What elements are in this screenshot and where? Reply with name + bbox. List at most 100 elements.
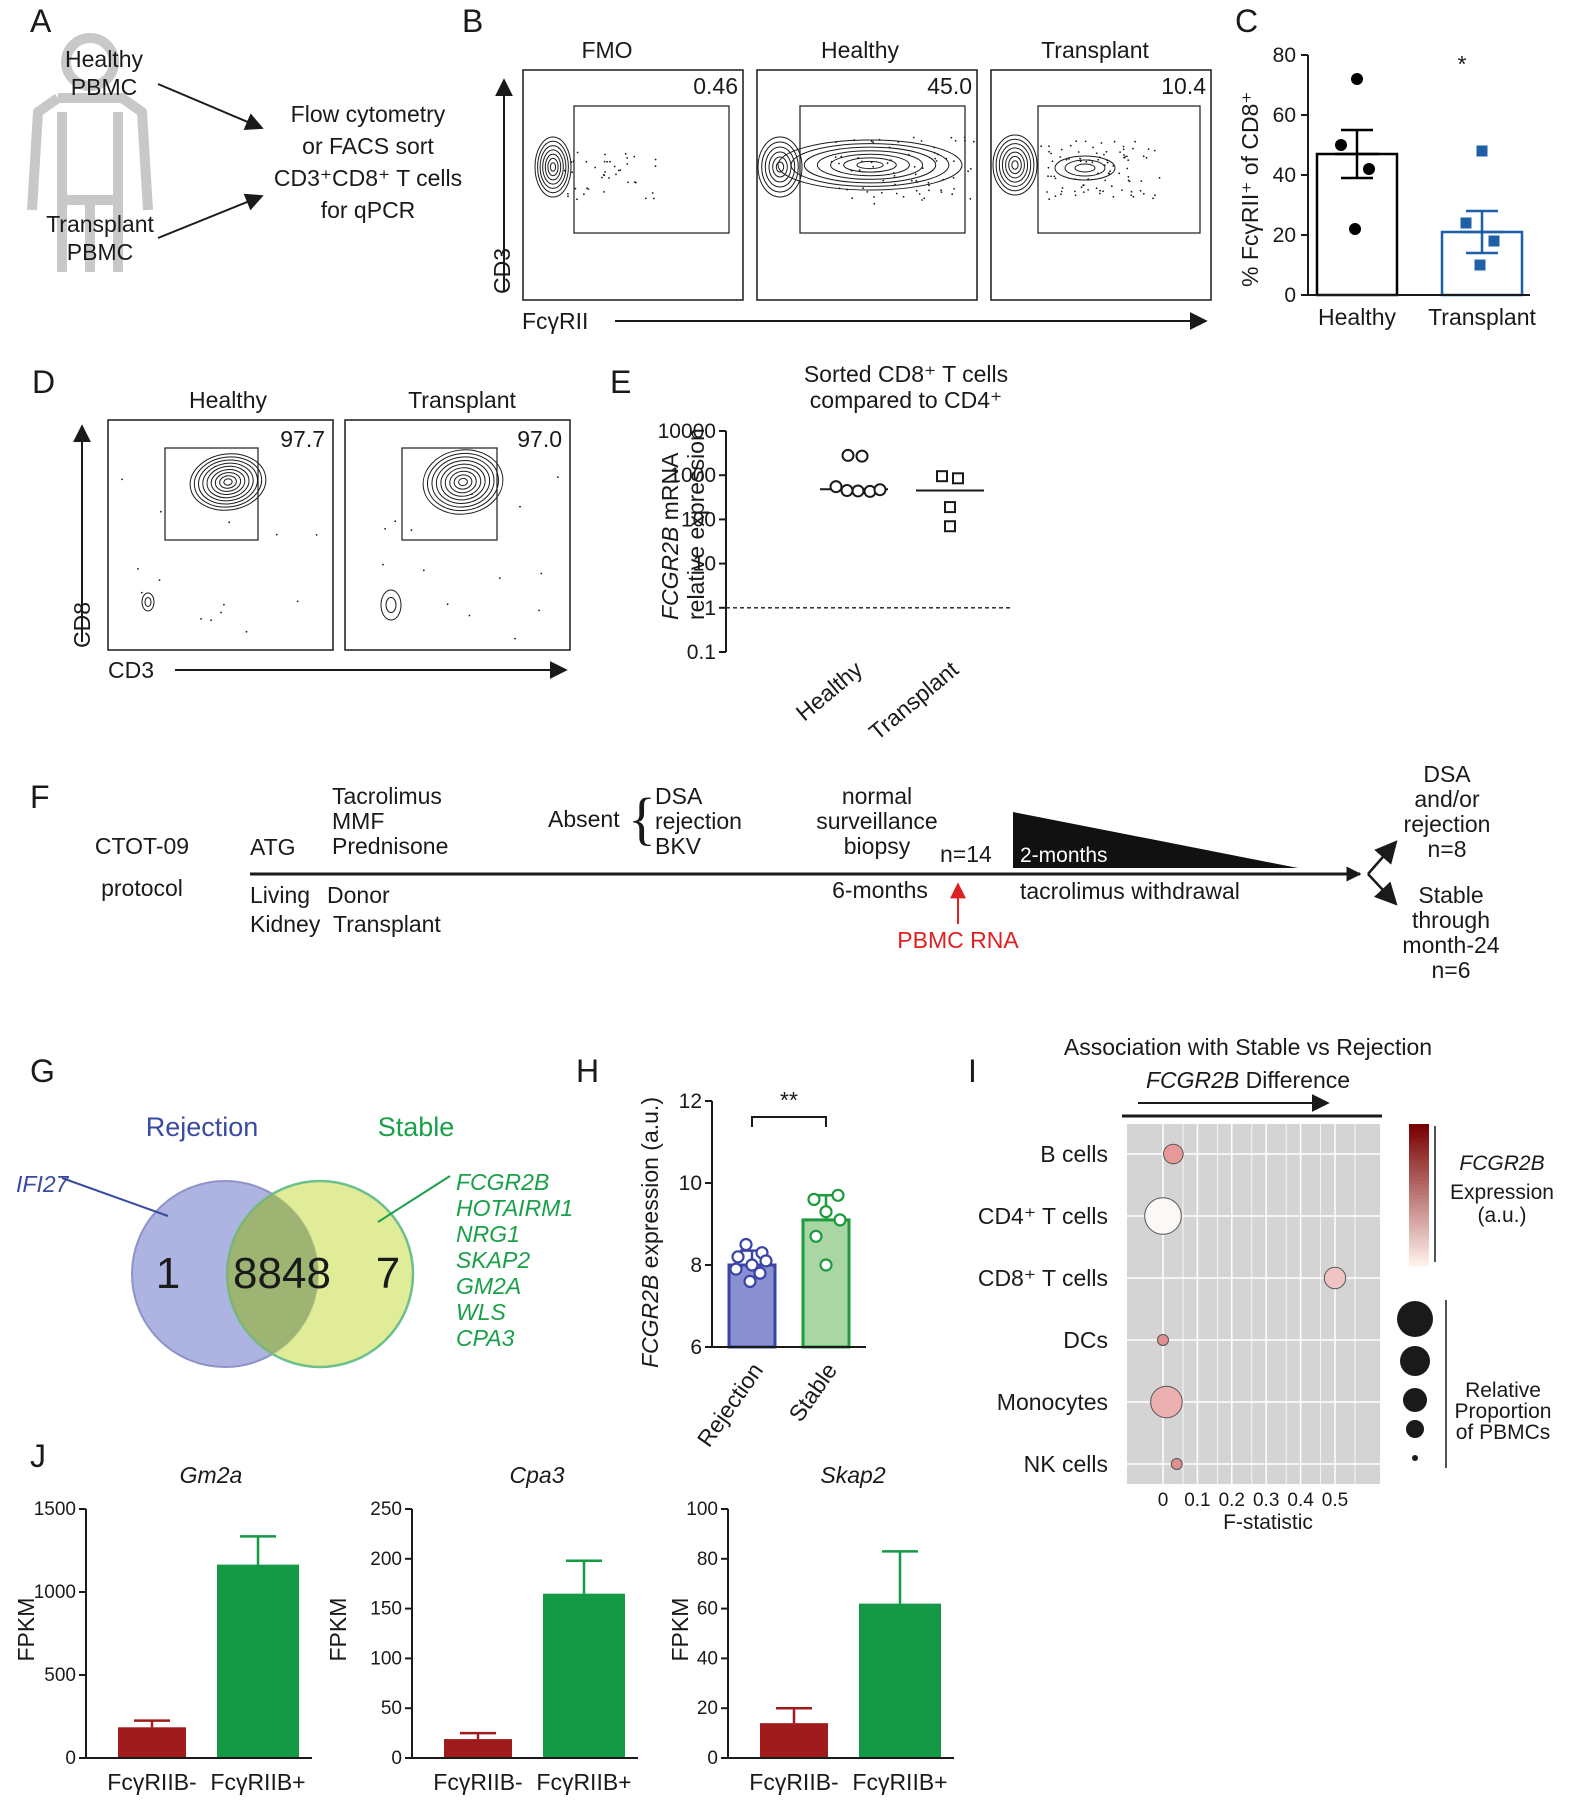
healthy-event-dot — [897, 141, 900, 143]
transplant-event-dot — [1134, 140, 1136, 143]
transplant-event-dot — [1077, 151, 1080, 153]
healthy-event-dot — [940, 189, 942, 192]
fmo-event-dot — [654, 165, 657, 168]
d-healthy-event-dot — [137, 568, 139, 570]
panel-letter-b: B — [462, 3, 483, 39]
i-dot — [1323, 1266, 1347, 1290]
d-healthy-event-dot — [245, 630, 248, 633]
transplant-contour — [1011, 160, 1019, 170]
stable-gene-label: SKAP2 — [456, 1247, 530, 1273]
d-transplant-contour — [449, 470, 477, 494]
d-healthy-gate — [164, 447, 259, 541]
d-healthy-event-dot — [296, 600, 299, 603]
transplant-event-dot — [1139, 189, 1142, 192]
d-transplant-event-dot — [540, 572, 543, 575]
d-healthy-contour — [202, 462, 254, 502]
c-y-axis-label: % FcγRII⁺ of CD8⁺ — [1237, 91, 1263, 287]
healthy-event-dot — [920, 140, 923, 142]
transplant-event-dot — [1154, 194, 1156, 197]
i-gradient-step — [1409, 1159, 1429, 1164]
panel-d: Healthy Transplant 97.7 97.0 CD8 CD3 — [69, 387, 571, 683]
d-transplant-contour — [458, 477, 468, 487]
healthy-event-dot — [853, 139, 855, 141]
panel-letter-g: G — [30, 1053, 55, 1089]
healthy-event-dot — [890, 159, 892, 162]
transplant-event-dot — [1096, 172, 1099, 175]
i-subtitle: FCGR2B Difference — [1146, 1067, 1350, 1093]
healthy-event-dot — [893, 172, 895, 174]
drug-tacrolimus: Tacrolimus — [332, 783, 442, 809]
fmo-event-dot — [626, 163, 629, 165]
fmo-event-dot — [563, 169, 566, 172]
panel-letter-d: D — [32, 364, 55, 400]
transplant-event-dot — [1152, 197, 1154, 200]
j-bar-pos — [543, 1593, 625, 1758]
transplant-event-dot — [1047, 166, 1050, 169]
fmo-event-dot — [602, 173, 605, 176]
transplant-event-dot — [1097, 158, 1100, 161]
healthy-event-dot — [902, 195, 905, 198]
dsa-outcome-2: and/or — [1414, 786, 1480, 812]
h-point — [819, 1258, 833, 1272]
fmo-event-dot — [572, 160, 575, 163]
h-point — [833, 1213, 847, 1227]
c-significance: * — [1458, 51, 1467, 77]
stable-gene-label: NRG1 — [456, 1221, 520, 1247]
i-gradient-step — [1409, 1241, 1429, 1246]
pbmc-rna-label: PBMC RNA — [897, 927, 1019, 953]
d-transplant-contour — [422, 449, 504, 515]
transplant-event-dot — [1123, 156, 1125, 159]
e-y-tick-label: 1 — [704, 597, 716, 620]
c-point — [1488, 235, 1500, 247]
healthy-event-dot — [928, 184, 930, 187]
fmo-contour — [549, 162, 557, 172]
e-point — [841, 448, 855, 462]
transplant-event-dot — [1054, 177, 1057, 180]
j-chart-title: Cpa3 — [510, 1462, 565, 1488]
two-months-label: 2-months — [1020, 844, 1108, 867]
healthy-gate-value: 45.0 — [927, 73, 972, 99]
panel-letter-c: C — [1235, 3, 1258, 39]
transplant-event-dot — [1103, 153, 1105, 156]
panel-g: Rejection Stable 1 8848 7 IFI27 FCGR2BHO… — [16, 1112, 573, 1369]
transplant-event-dot — [1059, 156, 1062, 158]
transplant-event-dot — [1119, 151, 1121, 154]
transplant-event-dot — [1130, 194, 1133, 197]
e-point — [936, 470, 948, 483]
healthy-event-dot — [895, 192, 898, 195]
healthy-event-dot — [913, 166, 916, 168]
e-y-axis-label-2: relative expression — [683, 428, 709, 620]
protocol-label-1: CTOT-09 — [95, 833, 189, 859]
transplant-event-dot — [1068, 158, 1070, 160]
c-x-tick-label: Healthy — [1318, 304, 1396, 330]
e-point — [944, 520, 956, 533]
d-transplant-event-dot — [384, 528, 386, 530]
d-healthy-event-dot — [200, 618, 202, 620]
biopsy-label-1: normal — [842, 783, 912, 809]
transplant-event-dot — [1158, 176, 1161, 179]
e-y-axis-unit: mRNA — [657, 452, 683, 527]
fmo-event-dot — [618, 169, 620, 172]
stable-outcome-3: month-24 — [1402, 932, 1499, 958]
absent-rejection: rejection — [655, 808, 742, 834]
j-bar-neg — [118, 1727, 186, 1758]
h-significance-bracket — [751, 1116, 827, 1127]
e-point — [952, 472, 964, 485]
transplant-event-dot — [1082, 184, 1084, 187]
healthy-event-dot — [921, 167, 924, 170]
d-transplant-contour — [453, 474, 473, 490]
transplant-event-dot — [1088, 159, 1091, 162]
j-y-tick-label: 200 — [370, 1549, 402, 1570]
j-bar-pos — [217, 1564, 299, 1758]
h-y-axis-unit: expression (a.u.) — [637, 1097, 663, 1275]
healthy-event-dot — [857, 157, 860, 159]
transplant-event-dot — [1095, 152, 1098, 155]
d-transplant-small-contour — [380, 589, 402, 621]
venn-overlap — [226, 1194, 319, 1354]
i-color-legend-gene: FCGR2B — [1459, 1152, 1544, 1175]
n14-label: n=14 — [940, 841, 992, 867]
d-healthy-contour — [214, 472, 242, 492]
